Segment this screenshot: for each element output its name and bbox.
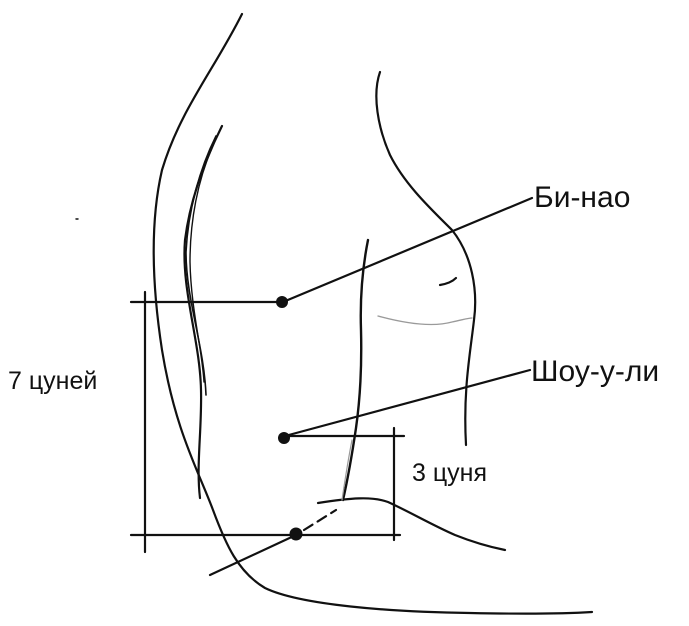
seven-cun-label: 7 цуней: [8, 367, 97, 395]
arm-sketch: [76, 14, 592, 614]
chest-mark: [440, 278, 456, 285]
triceps-strand-1: [184, 126, 222, 498]
binao-label: Би-нао: [534, 181, 630, 214]
three-cun-label: 3 цуня: [412, 459, 487, 487]
elbow-crease-line-upper: [304, 510, 336, 530]
biceps-line: [343, 240, 368, 500]
arm-outer-contour: [154, 14, 592, 614]
elbow-crease-line-lower: [210, 535, 296, 575]
binao-point: [276, 296, 288, 308]
elbow-shading: [342, 440, 352, 500]
acupoints: [276, 296, 303, 541]
shouuli-leader: [285, 370, 530, 436]
shouuli-point: [278, 432, 290, 444]
measurement-guides: [131, 292, 404, 575]
forearm-top-contour: [318, 498, 505, 550]
leader-lines: [283, 198, 532, 436]
binao-leader: [283, 198, 532, 302]
chest-curve: [378, 316, 472, 324]
shouuli-label: Шоу-у-ли: [531, 355, 659, 388]
triceps-strand-3: [190, 148, 212, 382]
elbow-point: [290, 528, 303, 541]
